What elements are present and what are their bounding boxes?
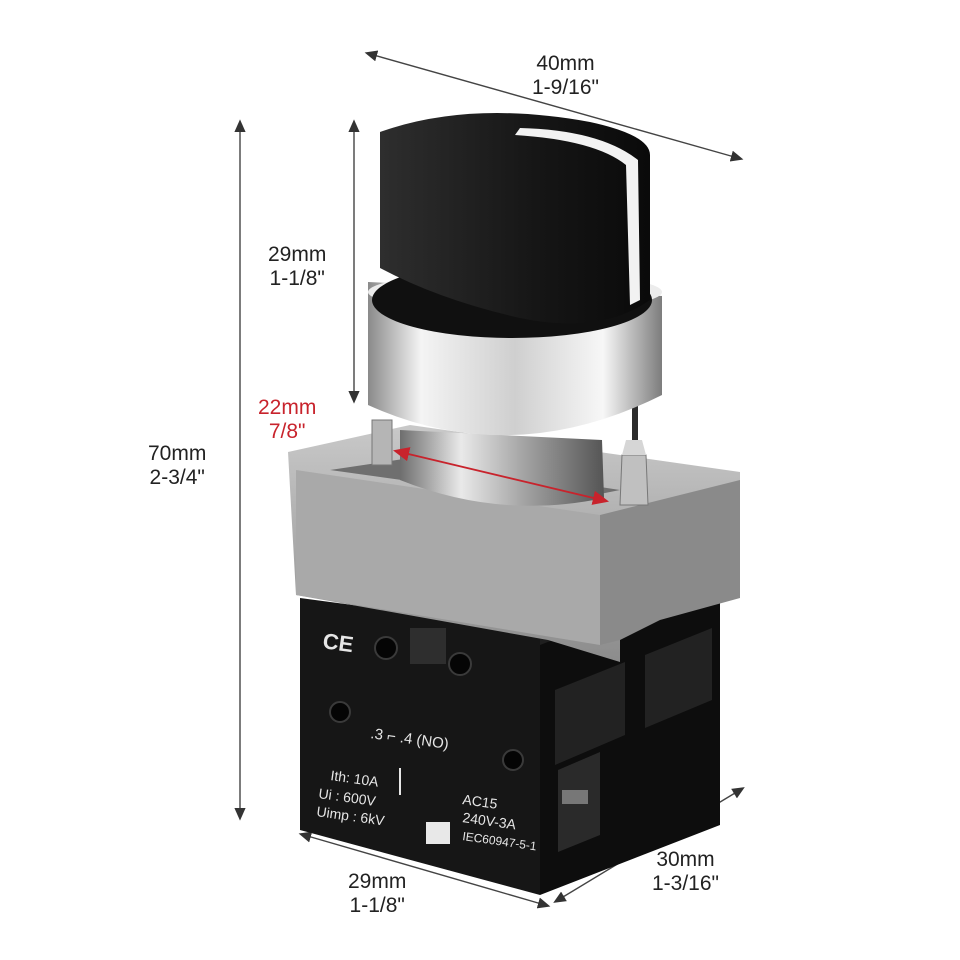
contact-block: [300, 345, 720, 895]
width-top-inch: 1-9/16": [532, 76, 599, 99]
width-bottom-inch: 1-1/8": [349, 894, 405, 917]
depth-bottom-label: 30mm 1-3/16": [652, 848, 719, 896]
collar-diameter-mm: 22mm: [258, 396, 317, 419]
collar-diameter-inch: 7/8": [268, 420, 306, 443]
width-bottom-mm: 29mm: [348, 870, 407, 893]
knob-height-mm: 29mm: [268, 243, 327, 266]
selector-knob: [372, 113, 652, 338]
collar-diameter-label: 22mm 7/8": [258, 396, 316, 444]
total-height-label: 70mm 2-3/4": [148, 442, 206, 490]
ith-label: Ith: 10A: [330, 767, 381, 790]
knob-height-label: 29mm 1-1/8": [268, 243, 326, 291]
width-bottom-label: 29mm 1-1/8": [348, 870, 406, 918]
total-height-inch: 2-3/4": [149, 466, 205, 489]
knob-height-inch: 1-1/8": [269, 267, 325, 290]
rating-label: 240V-3A: [462, 809, 518, 832]
width-top-label: 40mm 1-9/16": [532, 52, 599, 100]
depth-bottom-mm: 30mm: [656, 848, 715, 871]
collar-diameter-line: [392, 447, 610, 505]
ce-mark: CE: [321, 628, 355, 657]
contact-block-labels: CE .3 ⌐ .4 (NO) Ith: 10A Ui : 600V Uimp …: [316, 628, 538, 853]
depth-bottom-inch: 1-3/16": [652, 872, 719, 895]
ac-label: AC15: [462, 791, 499, 812]
total-height-mm: 70mm: [148, 442, 207, 465]
width-top-mm: 40mm: [536, 52, 595, 75]
